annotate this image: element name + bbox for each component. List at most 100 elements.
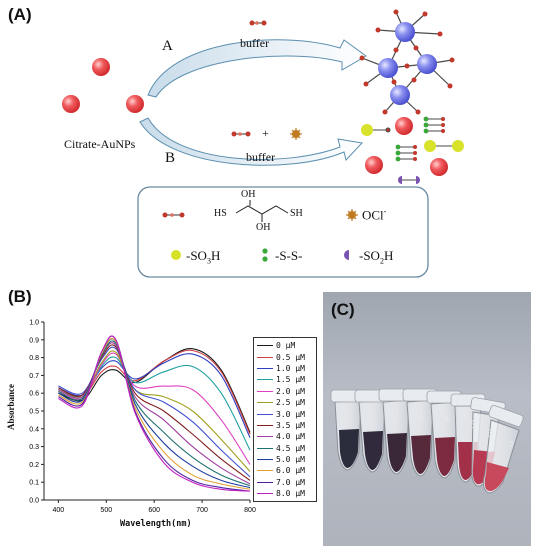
legend-swatch: [257, 402, 273, 404]
legend-entry-13: 8.0 μM: [257, 488, 313, 499]
panel-b-label: (B): [8, 287, 32, 306]
y-tick-label: 0.0: [29, 498, 39, 505]
legend-text: 0.5 μM: [276, 352, 305, 362]
x-tick-label: 600: [148, 507, 160, 514]
legend-swatch: [257, 367, 273, 369]
legend-text: 2.0 μM: [276, 386, 305, 396]
legend-entry-2: 1.0 μM: [257, 363, 313, 374]
absorbance-chart: 0.0 0.1 0.2 0.3 0.4 0.5 0.6 0.7 0.8 0.9 1.0 400 500 6…: [29, 320, 256, 515]
x-tick-label: 700: [196, 507, 208, 514]
aunp-particle: [92, 58, 110, 76]
tube-2: [382, 399, 410, 475]
y-tick-label: 0.6: [29, 391, 39, 398]
legend-text: 2.5 μM: [276, 398, 305, 408]
legend-swatch: [257, 436, 273, 438]
legend-entry-8: 4.0 μM: [257, 431, 313, 442]
sh-label: SH: [290, 208, 303, 219]
legend-swatch: [257, 459, 273, 461]
legend-entry-7: 3.5 μM: [257, 420, 313, 431]
buffer-label-top: buffer: [240, 36, 270, 50]
buffer-label-bottom: buffer: [246, 150, 276, 164]
tube-label-4: 4: [443, 411, 449, 425]
legend-swatch: [257, 413, 273, 415]
legend-swatch: [257, 424, 273, 426]
legend-swatch: [257, 493, 273, 495]
y-tick-label: 1.0: [29, 320, 39, 327]
legend-ss-icon: [262, 248, 268, 262]
legend-swatch: [257, 379, 273, 381]
y-tick-label: 0.9: [29, 337, 39, 344]
legend-entry-5: 2.5 μM: [257, 397, 313, 408]
y-tick-label: 0.4: [29, 426, 39, 433]
legend-entry-6: 3.0 μM: [257, 408, 313, 419]
legend-ocl-icon: [346, 209, 358, 221]
legend-entry-1: 0.5 μM: [257, 351, 313, 362]
oh-bottom-label: OH: [256, 222, 271, 233]
tube-label-6: 6: [487, 426, 493, 440]
aggregate-network: [359, 9, 455, 115]
legend-text: 1.5 μM: [276, 375, 305, 385]
legend-entry-4: 2.0 μM: [257, 386, 313, 397]
legend-swatch: [257, 481, 273, 483]
legend-swatch: [257, 356, 273, 358]
tube-label-1: 1: [367, 409, 373, 423]
arrow-path-b: [139, 117, 364, 166]
legend-dithiol-icon: [162, 212, 185, 218]
legend-so3h-icon: [171, 250, 181, 260]
dithiol-molecule: [249, 20, 267, 26]
legend-text: 3.5 μM: [276, 420, 305, 430]
path-b-label: B: [165, 150, 176, 166]
plus-sign: +: [262, 126, 269, 140]
citrate-label: Citrate-AuNPs: [64, 137, 136, 151]
legend-entry-9: 4.5 μM: [257, 443, 313, 454]
x-tick-label: 800: [244, 507, 256, 514]
legend-text: 5.0 μM: [276, 455, 305, 465]
legend-text: 6.0 μM: [276, 466, 305, 476]
series-line-13: [58, 335, 251, 492]
legend-swatch: [257, 447, 273, 449]
tube-4: [430, 401, 458, 479]
y-tick-label: 0.3: [29, 444, 39, 451]
x-axis-label: Wavelength(nm): [120, 519, 192, 529]
x-tick-label: 400: [53, 507, 65, 514]
tube-1: [358, 399, 386, 473]
x-tick-label: 500: [100, 507, 112, 514]
y-tick-label: 0.7: [29, 373, 39, 380]
aunp-particle: [126, 95, 144, 113]
legend-entry-12: 7.0 μM: [257, 477, 313, 488]
tube-label-3: 3: [417, 409, 423, 423]
tube-label-7: 7: [508, 438, 514, 452]
ocl-label: OCl-: [362, 207, 387, 223]
series-line-6: [58, 346, 251, 478]
legend-text: 1.0 μM: [276, 363, 305, 373]
legend-so2h-icon: [344, 250, 349, 260]
legend-box: [137, 186, 429, 278]
legend-entry-11: 6.0 μM: [257, 465, 313, 476]
y-tick-label: 0.5: [29, 409, 39, 416]
legend-text: 7.0 μM: [276, 477, 305, 487]
y-tick-label: 0.1: [29, 480, 39, 487]
tube-3: [406, 399, 434, 477]
legend-swatch: [257, 345, 273, 347]
tube-label-5: 5: [469, 417, 475, 431]
y-tick-label: 0.2: [29, 462, 39, 469]
hs-label: HS: [214, 208, 227, 219]
tube-photo: 0 1 2 3 4 5 6 7 (C): [323, 292, 531, 546]
chart-axes: [43, 322, 250, 501]
hypochlorite-icon: [290, 128, 302, 140]
legend-text: 4.5 μM: [276, 443, 305, 453]
tube-label-0: 0: [341, 412, 347, 426]
tube-7: [482, 419, 520, 494]
panel-a-label: (A): [8, 5, 32, 24]
series-line-8: [58, 342, 251, 485]
arrow-path-a: [147, 39, 367, 98]
legend-text: 3.0 μM: [276, 409, 305, 419]
tube-0: [334, 399, 362, 471]
legend-entry-0: 0 μM: [257, 340, 313, 351]
panel-a-scheme: [62, 9, 464, 278]
panel-c-label: (C): [331, 300, 355, 319]
oh-top-label: OH: [241, 189, 256, 200]
so2h-label: -SO2H: [359, 248, 394, 266]
y-tick-label: 0.8: [29, 355, 39, 362]
